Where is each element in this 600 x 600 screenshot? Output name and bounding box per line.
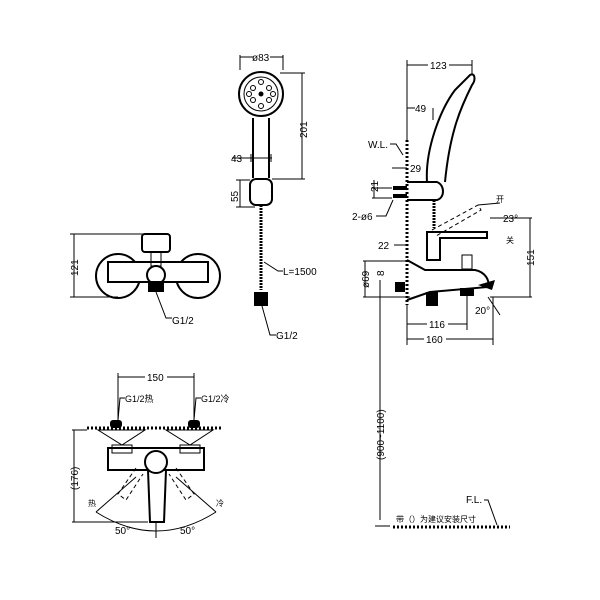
hot-label: 热 bbox=[88, 498, 96, 508]
holder-height-label: 55 bbox=[230, 190, 241, 202]
top-view: 150 G1/2热 G1/2冷 (176) 热 冷 50° 50° bbox=[70, 373, 230, 538]
wall-line-label: W.L. bbox=[368, 140, 388, 151]
hand-shower: ø83 201 43 55 L=1500 G1/2 bbox=[230, 53, 317, 342]
head-diameter-label: ø83 bbox=[252, 53, 270, 64]
depth-123-label: 123 bbox=[430, 61, 447, 72]
dim-22-label: 22 bbox=[378, 241, 390, 252]
screws-label: 2-ø6 bbox=[352, 212, 373, 223]
angle-23-label: 23° bbox=[503, 214, 518, 225]
centers-150-label: 150 bbox=[147, 373, 164, 384]
cold-label: 冷 bbox=[216, 498, 224, 508]
angle-right-label: 50° bbox=[180, 526, 195, 537]
hose-thread-label: G1/2 bbox=[276, 331, 298, 342]
install-height-label: (900~1100) bbox=[376, 409, 387, 460]
dim-8-label: 8 bbox=[376, 270, 387, 276]
dim-21-label: 21 bbox=[370, 180, 381, 192]
side-view: 123 49 W.L. 29 21 2-ø6 开 23° 关 22 151 ø6… bbox=[352, 60, 537, 529]
open-label: 开 bbox=[496, 195, 504, 204]
hose-length-label: L=1500 bbox=[283, 267, 317, 278]
spout-angle-label: 20° bbox=[475, 306, 490, 317]
dim-29-label: 29 bbox=[410, 164, 422, 175]
shower-length-label: 201 bbox=[299, 121, 310, 138]
close-label: 关 bbox=[506, 235, 514, 245]
flange-diameter-label: ø69 bbox=[361, 270, 372, 288]
offset-49-label: 49 bbox=[415, 104, 427, 115]
height-151-label: 151 bbox=[526, 249, 537, 266]
hot-inlet-label: G1/2热 bbox=[125, 393, 154, 404]
handle-width-label: 43 bbox=[231, 154, 243, 165]
front-inlet-label: G1/2 bbox=[172, 316, 194, 327]
angle-left-label: 50° bbox=[115, 526, 130, 537]
installation-note: 带（）为建议安装尺寸 bbox=[396, 514, 476, 524]
front-view: 121 G1/2 bbox=[70, 233, 221, 327]
front-height-label: 121 bbox=[70, 259, 81, 276]
cold-inlet-label: G1/2冷 bbox=[201, 393, 230, 404]
depth-176-label: (176) bbox=[70, 467, 81, 490]
dim-116-label: 116 bbox=[429, 320, 445, 331]
dim-160-label: 160 bbox=[426, 335, 443, 346]
floor-line-label: F.L. bbox=[466, 495, 482, 506]
